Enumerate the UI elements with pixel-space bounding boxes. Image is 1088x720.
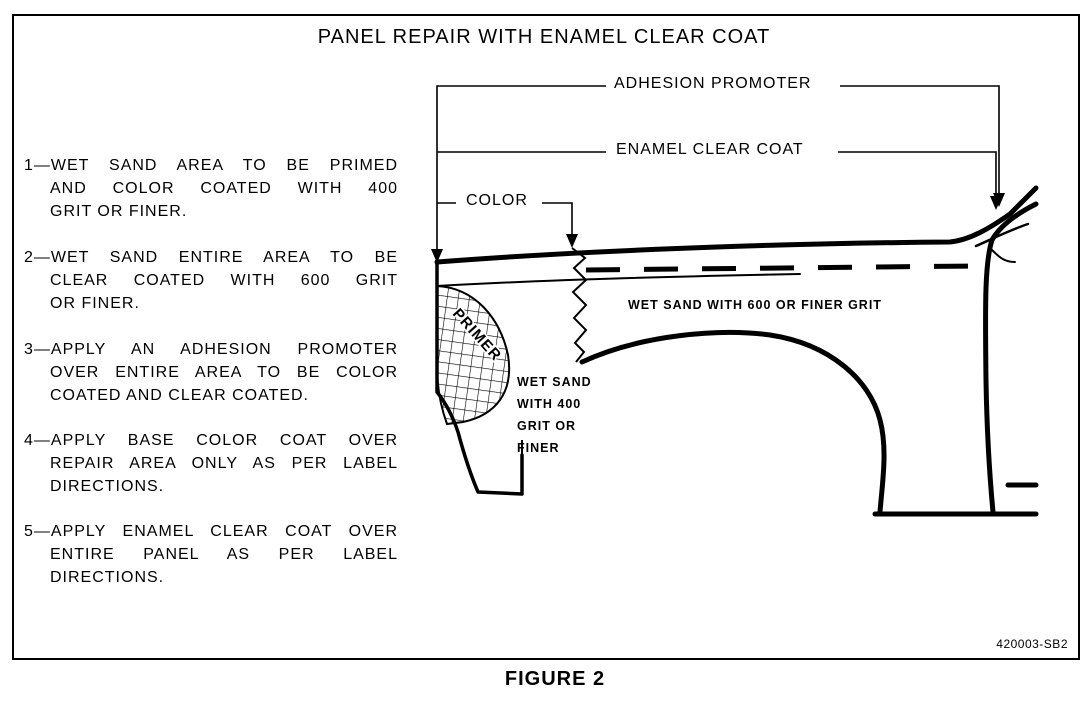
step-3-line-2: OVER ENTIRE AREA TO BE COLOR [50, 364, 398, 381]
enamel-clear-coat-label: ENAMEL CLEAR COAT [610, 141, 810, 159]
body-line [436, 273, 801, 287]
step-5-line-3: DIRECTIONS. [50, 569, 165, 586]
clear-coat-leader-right [838, 151, 997, 197]
step-1-line-2: AND COLOR COATED WITH 400 [50, 180, 398, 197]
leader-arrowheads [431, 193, 1005, 263]
fender-top-edge [434, 185, 1039, 265]
step-5-line-2: ENTIRE PANEL AS PER LABEL [50, 546, 398, 563]
wet-sand-400-line-2: WITH 400 [517, 397, 582, 411]
step-2-line-1: 2—WET SAND ENTIRE AREA TO BE [24, 249, 398, 266]
adhesion-leader-left [436, 85, 606, 255]
clear-coat-boundary [585, 263, 976, 273]
fender-front-edge [435, 260, 524, 496]
step-3: 3—APPLY AN ADHESION PROMOTER OVER ENTIRE… [24, 338, 398, 407]
rear-edge [983, 201, 1039, 515]
wet-sand-600-label: WET SAND WITH 600 OR FINER GRIT [628, 298, 882, 312]
reference-code: 420003-SB2 [996, 637, 1068, 651]
figure-title: PANEL REPAIR WITH ENAMEL CLEAR COAT [317, 26, 771, 48]
step-4-line-3: DIRECTIONS. [50, 478, 165, 495]
step-5: 5—APPLY ENAMEL CLEAR COAT OVER ENTIRE PA… [24, 520, 398, 589]
wet-sand-400-line-1: WET SAND [517, 375, 592, 389]
door-gap-inner [991, 249, 1016, 263]
fender-outline [434, 185, 1039, 517]
step-3-line-1: 3—APPLY AN ADHESION PROMOTER [24, 341, 398, 358]
figure-caption: FIGURE 2 [504, 668, 606, 690]
step-1: 1—WET SAND AREA TO BE PRIMED AND COLOR C… [24, 154, 398, 223]
step-3-line-3: COATED AND CLEAR COATED. [50, 387, 309, 404]
wheel-arch [579, 329, 887, 515]
step-2-line-3: OR FINER. [50, 295, 140, 312]
color-leader-right [542, 202, 573, 237]
step-4: 4—APPLY BASE COLOR COAT OVER REPAIR AREA… [24, 429, 398, 498]
arrowhead-color [566, 234, 578, 248]
step-1-line-1: 1—WET SAND AREA TO BE PRIMED [24, 157, 398, 174]
arrowhead-clear-coat [990, 196, 1002, 210]
wet-sand-400-line-4: FINER [517, 441, 560, 455]
wet-sand-400-label: WET SAND WITH 400 GRIT OR FINER [517, 371, 592, 459]
wet-sand-400-line-3: GRIT OR [517, 419, 577, 433]
step-5-line-1: 5—APPLY ENAMEL CLEAR COAT OVER [24, 523, 398, 540]
step-4-line-2: REPAIR AREA ONLY AS PER LABEL [50, 455, 398, 472]
figure-frame [12, 14, 1080, 660]
door-gap-top [974, 222, 1030, 248]
label-leaders [436, 85, 1000, 255]
step-4-line-1: 4—APPLY BASE COLOR COAT OVER [24, 432, 398, 449]
adhesion-promoter-label: ADHESION PROMOTER [608, 75, 818, 93]
adhesion-leader-right [840, 85, 1000, 194]
step-1-line-3: GRIT OR FINER. [50, 203, 188, 220]
step-2-line-2: CLEAR COATED WITH 600 GRIT [50, 272, 398, 289]
arrowhead-left [431, 249, 443, 263]
feathered-edge [571, 247, 588, 363]
color-label: COLOR [460, 192, 534, 210]
step-2: 2—WET SAND ENTIRE AREA TO BE CLEAR COATE… [24, 246, 398, 315]
